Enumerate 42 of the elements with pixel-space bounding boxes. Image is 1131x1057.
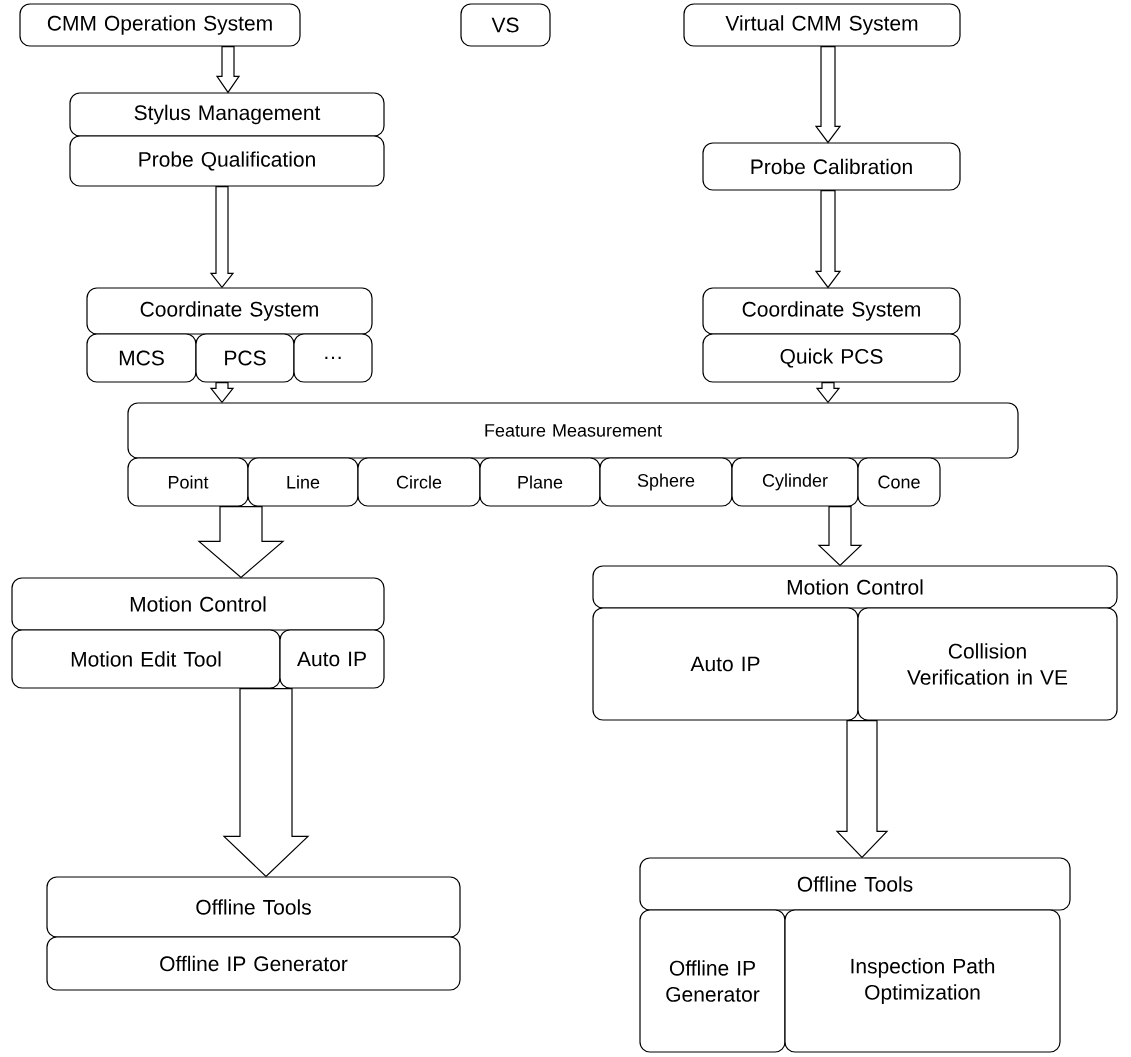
process-box: Sphere (599, 457, 733, 507)
process-box: VS (460, 3, 551, 47)
process-box: Inspection Path Optimization (784, 909, 1061, 1053)
process-box: Auto IP (592, 607, 859, 721)
process-box: Coordinate System (86, 287, 373, 335)
process-box: Offline Tools (46, 876, 461, 938)
block-arrow (209, 186, 235, 289)
process-box: Point (127, 457, 249, 507)
block-arrow (814, 190, 842, 289)
block-arrow (209, 382, 235, 404)
process-box: Coordinate System (702, 287, 961, 335)
process-box: Cone (857, 457, 941, 507)
node-label: Offline IP Generator (666, 960, 760, 1002)
process-box: … (293, 333, 373, 383)
process-box: CMM Operation System (19, 3, 301, 47)
process-box: Probe Qualification (69, 135, 385, 187)
process-box: Probe Calibration (702, 142, 961, 191)
process-box: Motion Control (11, 577, 385, 631)
process-box: Motion Edit Tool (11, 629, 281, 689)
process-box: Feature Measurement (127, 402, 1019, 459)
block-arrow (215, 46, 241, 94)
block-arrow (815, 382, 841, 404)
process-box: Offline IP Generator (46, 936, 461, 991)
block-arrow (197, 506, 285, 579)
process-box: Auto IP (279, 629, 385, 689)
process-box: PCS (195, 333, 295, 383)
block-arrow (222, 688, 310, 878)
process-box: Circle (357, 457, 481, 507)
block-arrow (835, 720, 889, 859)
process-box: Offline Tools (639, 857, 1071, 911)
process-box: Offline IP Generator (639, 909, 786, 1053)
process-box: Cylinder (731, 457, 859, 507)
process-box: Stylus Management (69, 92, 385, 137)
process-box: MCS (86, 333, 197, 383)
process-box: Motion Control (592, 565, 1118, 609)
process-box: Plane (479, 457, 601, 507)
block-arrow (817, 506, 863, 567)
block-arrow (814, 46, 842, 144)
process-box: Line (247, 457, 359, 507)
process-box: Collision Verification in VE (857, 607, 1118, 721)
process-box: Virtual CMM System (683, 3, 961, 47)
process-box: Quick PCS (702, 333, 961, 383)
